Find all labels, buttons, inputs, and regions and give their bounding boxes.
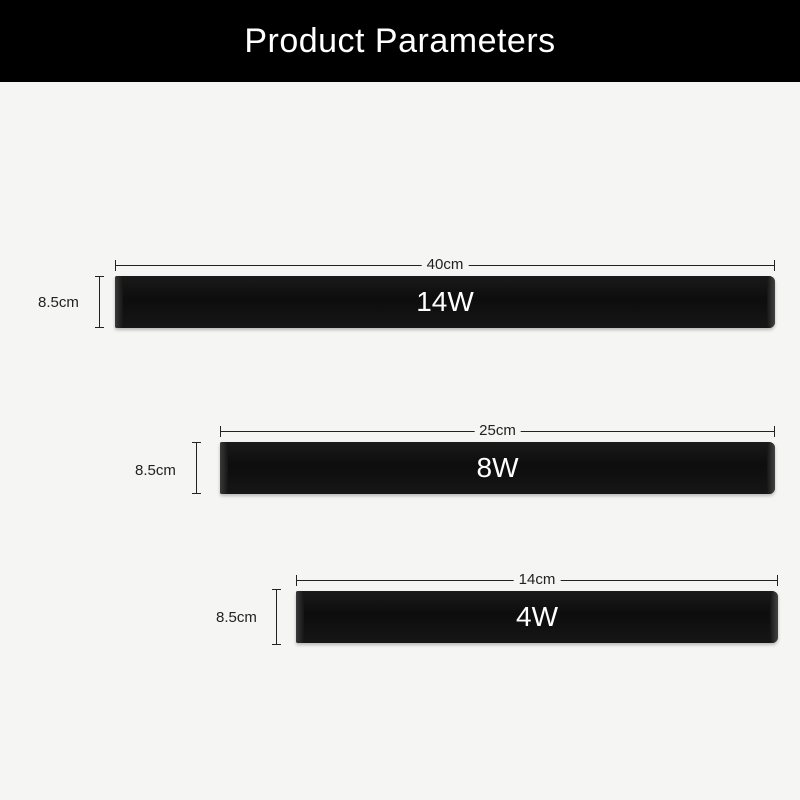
height-label: 8.5cm bbox=[135, 462, 176, 479]
width-label: 40cm bbox=[421, 256, 469, 273]
light-bar: 8W bbox=[220, 442, 775, 494]
product-4w: 14cm 8.5cm 4W bbox=[0, 571, 800, 653]
product-14w: 40cm 8.5cm 14W bbox=[0, 256, 800, 338]
width-label: 25cm bbox=[474, 422, 521, 439]
power-label: 8W bbox=[476, 452, 519, 483]
width-tick-left bbox=[220, 426, 221, 437]
light-bar: 14W bbox=[115, 276, 775, 328]
power-label: 4W bbox=[516, 601, 558, 632]
height-label: 8.5cm bbox=[216, 609, 257, 626]
page-title: Product Parameters bbox=[244, 21, 556, 60]
header-banner: Product Parameters bbox=[0, 0, 800, 82]
height-dimension bbox=[95, 276, 105, 328]
height-dimension-line bbox=[99, 276, 100, 328]
width-tick-right bbox=[774, 426, 775, 437]
width-tick-left bbox=[296, 575, 297, 586]
product-8w: 25cm 8.5cm 8W bbox=[0, 422, 800, 504]
height-tick-bottom bbox=[192, 493, 201, 494]
width-dimension: 14cm bbox=[296, 571, 778, 588]
width-tick-right bbox=[774, 260, 775, 271]
height-dimension-line bbox=[196, 442, 197, 494]
power-label: 14W bbox=[416, 286, 474, 317]
height-tick-bottom bbox=[95, 327, 104, 328]
height-tick-top bbox=[272, 589, 281, 590]
width-tick-right bbox=[777, 575, 778, 586]
height-dimension bbox=[192, 442, 202, 494]
height-tick-bottom bbox=[272, 644, 281, 645]
width-label: 14cm bbox=[513, 571, 561, 588]
width-dimension: 40cm bbox=[115, 256, 775, 273]
width-tick-left bbox=[115, 260, 116, 271]
height-dimension-line bbox=[276, 589, 277, 645]
height-tick-top bbox=[95, 276, 104, 277]
height-label: 8.5cm bbox=[38, 294, 79, 311]
height-dimension bbox=[272, 589, 282, 645]
width-dimension: 25cm bbox=[220, 422, 775, 439]
height-tick-top bbox=[192, 442, 201, 443]
light-bar: 4W bbox=[296, 591, 778, 643]
